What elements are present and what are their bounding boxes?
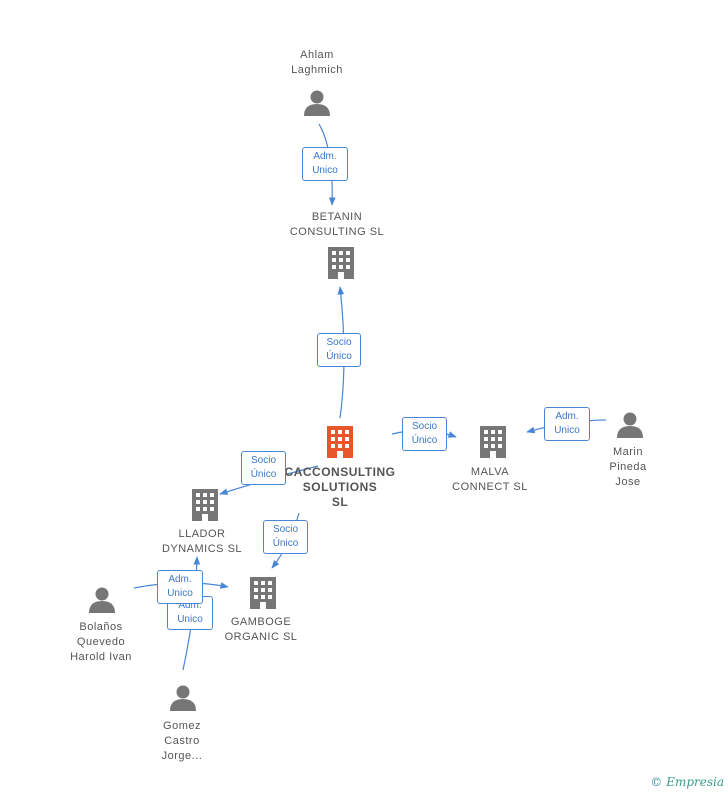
node-label-marin-pineda-jose[interactable]: Marin Pineda Jose [609, 446, 647, 488]
edge-label-socio-unico: Socio Único [241, 451, 286, 485]
building-icon [328, 247, 354, 279]
edge-label-socio-unico: Socio Único [402, 417, 447, 451]
node-label-cacconsulting-solutions[interactable]: CACCONSULTING SOLUTIONS SL [284, 465, 396, 509]
edges [133, 123, 607, 671]
node-label-malva-connect[interactable]: MALVA CONNECT SL [452, 466, 528, 493]
empresia-watermark: ©Empresia [650, 775, 724, 789]
building-icon [192, 489, 218, 521]
node-label-gamboge-organic[interactable]: GAMBOGE ORGANIC SL [224, 616, 298, 643]
edge-label-socio-unico: Socio Único [317, 333, 361, 367]
person-icon [304, 90, 330, 116]
edge-label-adm-unico: Adm. Unico [302, 147, 348, 181]
edge-label-socio-unico: Socio Único [263, 520, 308, 554]
edge-label-adm-unico: Adm. Unico [544, 407, 590, 441]
brand-logo-text: Empresia [666, 775, 724, 789]
building-icon-highlighted [327, 426, 353, 458]
building-icon [480, 426, 506, 458]
person-icon [617, 412, 643, 438]
node-label-bolanos-quevedo[interactable]: Bolaños Quevedo Harold Ivan [70, 621, 132, 663]
node-label-llador-dynamics[interactable]: LLADOR DYNAMICS SL [161, 528, 243, 555]
person-icon [89, 587, 115, 613]
node-label-gomez-castro[interactable]: Gomez Castro Jorge... [161, 720, 203, 762]
node-label-ahlam-laghmich[interactable]: Ahlam Laghmich [291, 49, 343, 76]
copyright-icon: © [650, 775, 663, 789]
node-label-betanin-consulting[interactable]: BETANIN CONSULTING SL [289, 211, 385, 238]
edge-label-adm-unico: Adm. Unico [157, 570, 203, 604]
person-icon [170, 685, 196, 711]
building-icon [250, 577, 276, 609]
